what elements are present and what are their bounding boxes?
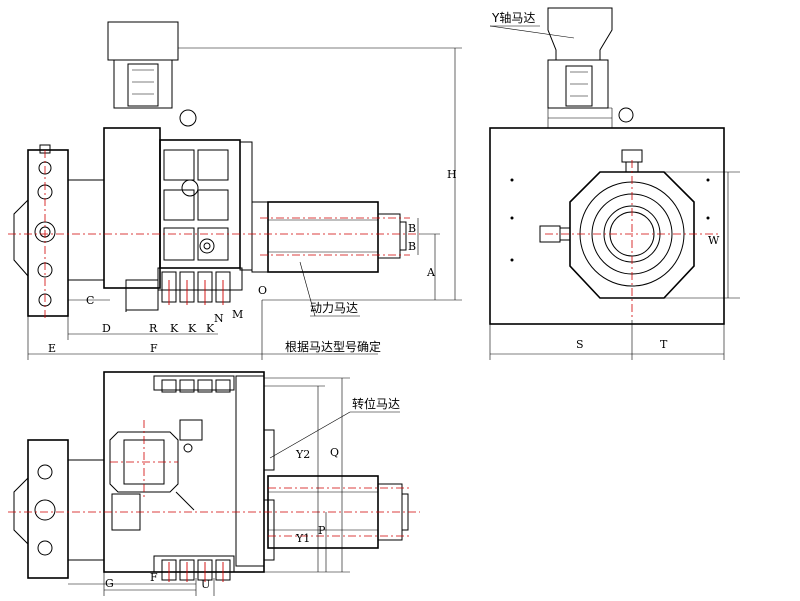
top-gear-cover xyxy=(109,431,179,493)
dim-C: C xyxy=(86,294,94,307)
dim-M: M xyxy=(232,308,243,321)
side-housing xyxy=(489,127,725,325)
top-view xyxy=(8,371,420,582)
side-motor-cap xyxy=(547,7,613,61)
label-y-motor: Y轴马达 xyxy=(491,10,535,25)
front-motor-coupling xyxy=(127,63,159,107)
dim-F-front: F xyxy=(150,342,158,355)
dim-F-top: F xyxy=(150,571,158,584)
front-pad-2 xyxy=(197,149,229,181)
front-pad-3 xyxy=(163,189,195,221)
top-dimensions: Q Y2 Y1 P 转位马达 G F U xyxy=(68,377,400,596)
dim-Y2: Y2 xyxy=(295,448,310,461)
dim-H: H xyxy=(447,168,457,181)
dim-O: O xyxy=(258,284,267,297)
dim-N: N xyxy=(214,312,224,325)
dim-T: T xyxy=(660,338,668,351)
dim-Q: Q xyxy=(330,446,339,459)
label-by-motor-model: 根据马达型号确定 xyxy=(285,339,381,354)
front-pad-4 xyxy=(197,189,229,221)
side-dimensions: W S T Y轴马达 xyxy=(489,10,740,360)
dim-K-1: K xyxy=(170,322,179,335)
front-power-motor xyxy=(267,201,379,273)
front-lifting-eye xyxy=(179,109,197,127)
front-view xyxy=(8,21,420,318)
front-pad-6 xyxy=(197,227,229,261)
dim-A: A xyxy=(426,266,436,279)
top-turret xyxy=(27,439,69,579)
front-pad-5 xyxy=(163,227,195,261)
label-power-motor: 动力马达 xyxy=(310,301,358,315)
dim-S: S xyxy=(576,338,584,351)
front-motor-flange xyxy=(113,59,173,109)
dim-G: G xyxy=(105,577,114,590)
dim-E: E xyxy=(48,342,56,355)
dim-B-lower: B xyxy=(408,240,416,253)
dim-P: P xyxy=(318,524,326,537)
side-view xyxy=(489,7,725,325)
front-housing-left xyxy=(103,127,161,289)
dim-Y1: Y1 xyxy=(295,532,310,545)
dim-K-2: K xyxy=(188,322,197,335)
top-housing xyxy=(103,371,265,573)
dim-W: W xyxy=(708,234,720,247)
dim-D: D xyxy=(102,322,111,335)
front-turret xyxy=(27,149,69,317)
label-indexing-motor: 转位马达 xyxy=(352,396,400,411)
top-turret-hub xyxy=(34,499,56,521)
front-motor-body xyxy=(107,21,179,61)
dim-B-upper: B xyxy=(408,222,416,235)
dim-U: U xyxy=(201,578,210,591)
dim-K-3: K xyxy=(206,322,215,335)
front-dimensions: H A B B C D R K K K N M O E F 根据马达型号确定 动… xyxy=(27,47,462,360)
front-pad-1 xyxy=(163,149,195,181)
front-bolt xyxy=(181,179,199,197)
side-lifting-eye xyxy=(618,107,634,123)
dim-R: R xyxy=(149,322,158,335)
